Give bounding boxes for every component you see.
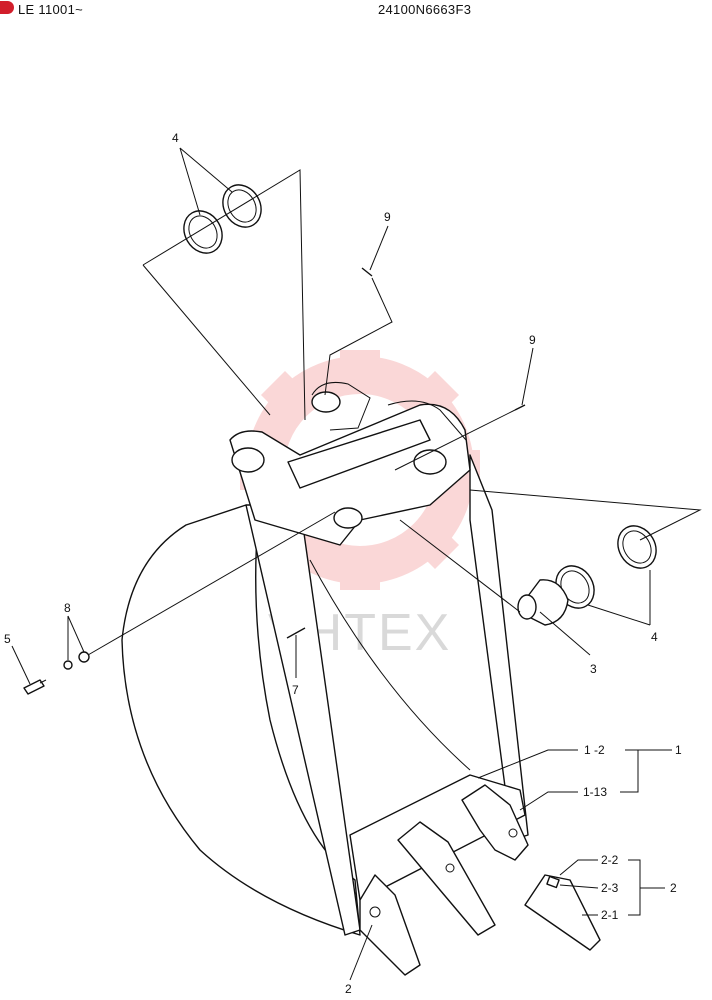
- callout-2-2: 2-2: [601, 853, 619, 867]
- callout-9-mid: 9: [529, 333, 536, 347]
- leader-lines: [11, 147, 702, 981]
- callout-1-2: 1 -2: [584, 743, 605, 757]
- callout-2-bottom: 2: [345, 982, 352, 996]
- small-parts: [23, 267, 526, 695]
- bucket-teeth: [359, 784, 529, 976]
- part-number: 24100N6663F3: [378, 2, 472, 17]
- callout-8: 8: [64, 601, 71, 615]
- callout-2-1: 2-1: [601, 908, 619, 922]
- model-range: LE 11001~: [18, 2, 83, 17]
- callout-7: 7: [292, 683, 299, 697]
- tooth-detail: [524, 874, 601, 951]
- callout-9-top: 9: [384, 210, 391, 224]
- callout-3: 3: [590, 662, 597, 676]
- callout-4-right: 4: [651, 630, 658, 644]
- bucket-body: [121, 381, 529, 936]
- callout-1: 1: [675, 743, 682, 757]
- seal-rings: [183, 184, 657, 609]
- callout-4-top: 4: [172, 131, 179, 145]
- callout-2-right: 2: [670, 881, 677, 895]
- callout-1-13: 1-13: [583, 785, 607, 799]
- callout-5: 5: [4, 632, 11, 646]
- brand-logo: [0, 1, 14, 14]
- callout-2-3: 2-3: [601, 881, 619, 895]
- callout-labels: 4 9 9 8 5 7 3 4 1 -2 1 1-13 2-2 2-3 2-1 …: [4, 131, 682, 996]
- bushing: [517, 579, 569, 626]
